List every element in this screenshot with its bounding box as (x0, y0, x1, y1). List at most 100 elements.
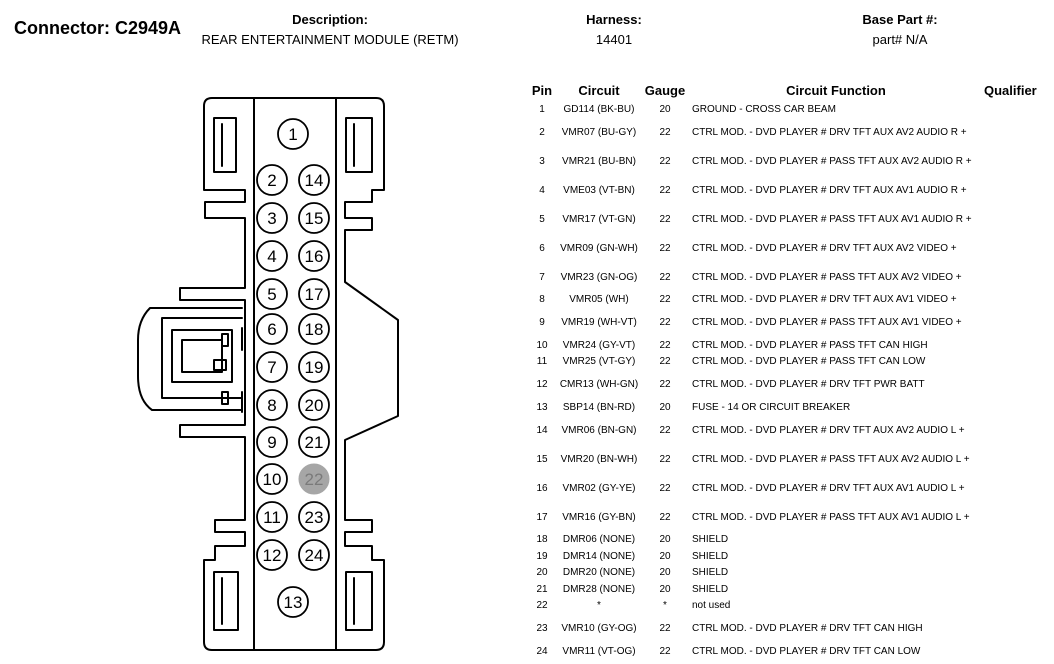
qualifier (984, 101, 1050, 118)
pin-number: 23 (536, 623, 548, 634)
circuit-name: VMR23 (GN-OG) (560, 271, 638, 283)
pin-row: 22**not used (528, 598, 1050, 615)
wire-gauge: 22 (659, 126, 671, 138)
pin-label: 23 (305, 508, 324, 527)
qualifier (984, 205, 1050, 234)
pin-label: 24 (305, 546, 324, 565)
circuit-name: VMR02 (GY-YE) (562, 482, 636, 494)
pin-label: 13 (284, 593, 303, 612)
header-pin: Pin (531, 83, 553, 98)
circuit-function: CTRL MOD. - DVD PLAYER # PASS TFT CAN LO… (692, 356, 926, 368)
circuit-name: VME03 (VT-BN) (563, 184, 635, 196)
circuit-function: CTRL MOD. - DVD PLAYER # DRV TFT CAN HIG… (692, 623, 923, 634)
pin-label: 6 (267, 320, 276, 339)
pin-6: 6 (256, 313, 288, 345)
pin-circle (256, 351, 288, 383)
pin-label: 20 (305, 396, 324, 415)
qualifier (984, 292, 1050, 309)
wire-gauge: 20 (659, 567, 671, 579)
circuit-name: VMR16 (GY-BN) (562, 511, 636, 523)
pin-label: 1 (288, 125, 297, 144)
pin-number: 12 (536, 379, 548, 390)
pin-number: 7 (539, 271, 545, 283)
pin-circle (277, 118, 309, 150)
wire-gauge: 22 (659, 339, 671, 351)
pin-circle (256, 426, 288, 458)
base-part-value: part# N/A (872, 32, 928, 47)
pin-19: 19 (298, 351, 330, 383)
pin-label: 21 (305, 433, 324, 452)
pin-label: 12 (263, 546, 282, 565)
pin-circle (298, 164, 330, 196)
pin-number: 14 (536, 424, 548, 436)
pin-label: 16 (305, 247, 324, 266)
pin-1: 1 (277, 118, 309, 150)
pin-number: 3 (539, 155, 545, 167)
wire-gauge: 22 (659, 511, 671, 523)
pin-label: 7 (267, 358, 276, 377)
pin-label: 17 (305, 285, 324, 304)
circuit-name: VMR25 (VT-GY) (562, 356, 636, 368)
pin-table: Pin Circuit Gauge Circuit Function Quali… (528, 80, 1050, 660)
pin-23: 23 (298, 501, 330, 533)
pin-label: 14 (305, 171, 324, 190)
pin-number: 15 (536, 453, 548, 465)
pin-row: 17 VMR16 (GY-BN) 22 CTRL MOD. - DVD PLAYER … (528, 503, 1050, 532)
circuit-function: CTRL MOD. - DVD PLAYER # PASS TFT AUX AV… (692, 511, 970, 523)
pin-2: 2 (256, 164, 288, 196)
pin-number: 1 (539, 103, 545, 115)
pin-18: 18 (298, 313, 330, 345)
qualifier (984, 147, 1050, 176)
pin-number: 17 (536, 511, 548, 523)
pin-number: 8 (539, 294, 545, 306)
pin-circle (298, 351, 330, 383)
pin-9: 9 (256, 426, 288, 458)
pin-4: 4 (256, 240, 288, 272)
base-part-label: Base Part #: (862, 12, 938, 27)
header-qualifier: Qualifier (984, 83, 1037, 98)
harness-label: Harness: (586, 12, 642, 27)
wire-gauge: 20 (659, 401, 671, 413)
pin-number: 13 (536, 401, 548, 413)
wire-gauge: 20 (659, 103, 671, 115)
pin-number: 18 (536, 534, 548, 546)
circuit-function: CTRL MOD. - DVD PLAYER # DRV TFT CAN LOW (692, 645, 921, 657)
circuit-function: not used (692, 600, 731, 612)
circuit-function: CTRL MOD. - DVD PLAYER # DRV TFT AUX AV1… (692, 482, 965, 494)
harness-value: 14401 (595, 32, 633, 47)
pin-12: 12 (256, 539, 288, 571)
circuit-name: * (597, 600, 601, 612)
pin-circle (256, 501, 288, 533)
pin-16: 16 (298, 240, 330, 272)
circuit-name: DMR20 (NONE) (562, 567, 636, 579)
pin-circle (298, 389, 330, 421)
wire-gauge: 22 (659, 155, 671, 167)
circuit-function: SHIELD (692, 567, 729, 579)
pin-circle (277, 586, 309, 618)
pin-circle (298, 278, 330, 310)
qualifier (984, 548, 1050, 565)
circuit-name: CMR13 (WH-GN) (559, 379, 639, 390)
circuit-name: VMR05 (WH) (569, 294, 629, 306)
circuit-name: VMR20 (BN-WH) (560, 453, 638, 465)
wire-gauge: 22 (659, 482, 671, 494)
pin-7: 7 (256, 351, 288, 383)
wire-gauge: 22 (659, 317, 671, 328)
pin-label: 22 (305, 470, 324, 489)
pin-circle (298, 202, 330, 234)
circuit-name: DMR06 (NONE) (562, 534, 636, 546)
circuit-function: CTRL MOD. - DVD PLAYER # PASS TFT AUX AV… (692, 155, 972, 167)
wire-gauge: 22 (659, 623, 671, 634)
